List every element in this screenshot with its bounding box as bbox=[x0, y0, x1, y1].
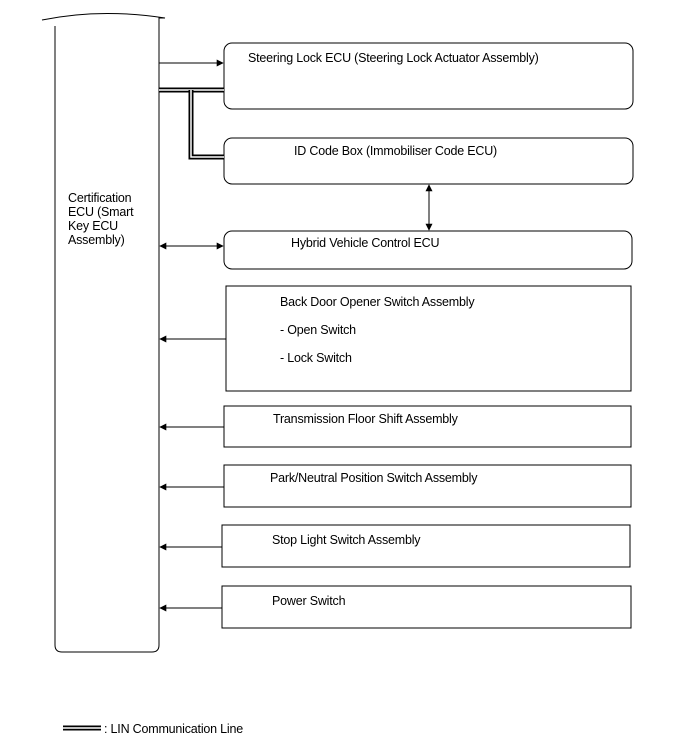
lock-switch-label: - Lock Switch bbox=[280, 351, 352, 365]
certification-ecu-label: Certification ECU (Smart Key ECU Assembl… bbox=[68, 191, 134, 247]
legend-lin-label: : LIN Communication Line bbox=[104, 722, 244, 736]
stop-light-switch-label: Stop Light Switch Assembly bbox=[272, 533, 421, 547]
hybrid-vehicle-control-ecu-label: Hybrid Vehicle Control ECU bbox=[291, 236, 440, 250]
transmission-floor-shift-label: Transmission Floor Shift Assembly bbox=[273, 412, 458, 426]
open-switch-label: - Open Switch bbox=[280, 323, 356, 337]
power-switch-box bbox=[221, 585, 632, 629]
lin-communication-lines bbox=[159, 87, 224, 160]
back-door-opener-switch-label: Back Door Opener Switch Assembly bbox=[280, 295, 475, 309]
steering-lock-ecu-label: Steering Lock ECU (Steering Lock Actuato… bbox=[248, 51, 539, 65]
stop-light-switch-box bbox=[221, 524, 631, 568]
steering-lock-ecu-box bbox=[223, 42, 634, 110]
hybrid-vehicle-control-ecu-box bbox=[223, 230, 633, 270]
id-code-box-box bbox=[223, 137, 634, 185]
park-neutral-switch-label: Park/Neutral Position Switch Assembly bbox=[270, 471, 478, 485]
power-switch-label: Power Switch bbox=[272, 594, 346, 608]
park-neutral-switch-box bbox=[223, 464, 632, 508]
id-code-box-label: ID Code Box (Immobiliser Code ECU) bbox=[294, 144, 497, 158]
certification-ecu-box bbox=[41, 12, 166, 653]
